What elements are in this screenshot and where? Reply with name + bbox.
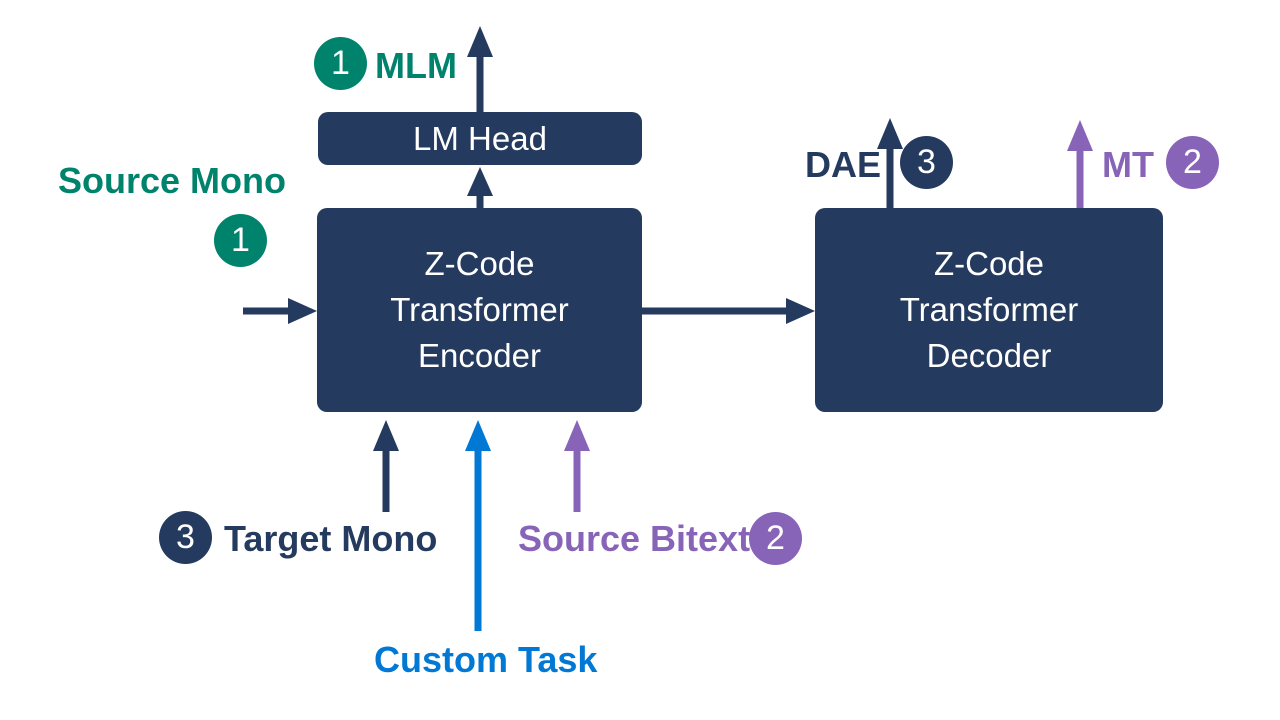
- source-mono-label: Source Mono: [58, 160, 287, 201]
- mt-output-arrow: [1067, 120, 1093, 209]
- mlm-label: MLM: [375, 45, 457, 86]
- source-bitext-label: Source Bitext: [518, 518, 751, 559]
- decoder-box: Z-Code Transformer Decoder: [815, 208, 1163, 412]
- encoder-label-line2: Transformer: [390, 291, 569, 328]
- lm-head-box: LM Head: [318, 112, 642, 165]
- encoder-label-line1: Z-Code: [424, 245, 535, 282]
- source-mono-input-arrow: [243, 298, 317, 324]
- decoder-label-line2: Transformer: [899, 291, 1079, 328]
- custom-task-label: Custom Task: [374, 639, 598, 680]
- mt-label: MT: [1102, 144, 1154, 185]
- encoder-to-decoder-arrow: [641, 298, 815, 324]
- dae-label: DAE: [805, 144, 882, 185]
- target-mono-label: Target Mono: [224, 518, 438, 559]
- mt-task-number-badge: 2: [1166, 136, 1219, 189]
- mlm-task-number-badge: 1: [314, 37, 367, 90]
- decoder-label-line1: Z-Code: [933, 245, 1045, 282]
- encoder-to-lmhead-arrow: [467, 167, 493, 209]
- target-mono-task-number-badge: 3: [159, 511, 212, 564]
- decoder-label-line3: Decoder: [926, 337, 1052, 374]
- encoder-label-line3: Encoder: [418, 337, 541, 374]
- target-mono-input-arrow: [373, 420, 399, 512]
- source-bitext-input-arrow: [564, 420, 590, 512]
- lm-head-label: LM Head: [413, 119, 547, 157]
- source-bitext-task-number-badge: 2: [749, 512, 802, 565]
- source-mono-task-number-badge: 1: [214, 214, 267, 267]
- custom-task-input-arrow: [465, 420, 491, 631]
- mlm-output-arrow: [467, 26, 493, 113]
- dae-output-arrow: [877, 118, 903, 209]
- encoder-box: Z-Code Transformer Encoder: [317, 208, 642, 412]
- dae-task-number-badge: 3: [900, 136, 953, 189]
